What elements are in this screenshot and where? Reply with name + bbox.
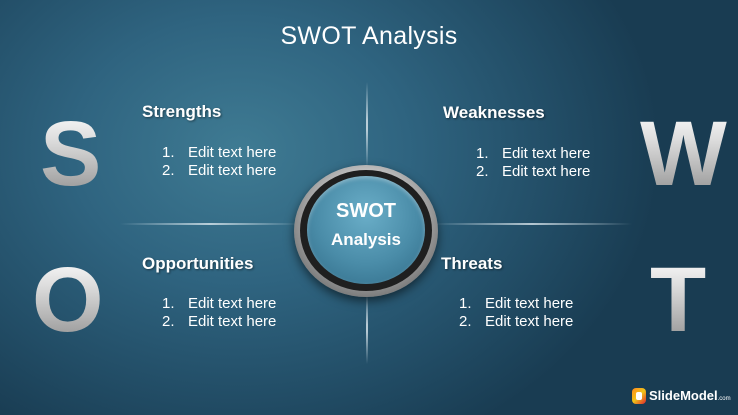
divider-horizontal-left: [120, 223, 300, 225]
weaknesses-list: 1.Edit text here 2.Edit text here: [476, 145, 590, 181]
hub-title: SWOT: [336, 200, 396, 222]
divider-vertical-top: [366, 82, 368, 168]
slidemodel-logo-icon: [632, 388, 646, 404]
threats-heading: Threats: [441, 254, 503, 273]
list-item: 1.Edit text here: [162, 144, 277, 161]
slide-title: SWOT Analysis: [280, 22, 458, 50]
letter-o: O: [32, 249, 104, 351]
divider-vertical-bottom: [366, 292, 368, 364]
list-item: 1.Edit text here: [162, 295, 277, 312]
opportunities-list: 1.Edit text here 2.Edit text here: [162, 295, 276, 331]
list-item: 1.Edit text here: [476, 145, 591, 162]
threats-list: 1.Edit text here 2.Edit text here: [459, 295, 573, 331]
list-item: 1.Edit text here: [459, 295, 574, 312]
hub-subtitle: Analysis: [331, 230, 401, 249]
letter-w: W: [640, 103, 727, 205]
divider-horizontal-right: [432, 223, 632, 225]
list-item: 2.Edit text here: [459, 313, 574, 330]
weaknesses-heading: Weaknesses: [443, 103, 545, 122]
logo-text: SlideModel: [649, 388, 718, 403]
opportunities-heading: Opportunities: [142, 254, 254, 273]
list-item: 2.Edit text here: [162, 313, 277, 330]
logo-suffix: .com: [717, 396, 731, 402]
strengths-heading: Strengths: [142, 102, 222, 121]
slidemodel-logo: SlideModel.com: [632, 386, 736, 408]
letter-t: T: [650, 249, 707, 351]
list-item: 2.Edit text here: [476, 163, 591, 180]
hub-core: [307, 176, 425, 284]
letter-s: S: [40, 103, 102, 205]
list-item: 2.Edit text here: [162, 162, 277, 179]
strengths-list: 1.Edit text here 2.Edit text here: [162, 144, 276, 180]
